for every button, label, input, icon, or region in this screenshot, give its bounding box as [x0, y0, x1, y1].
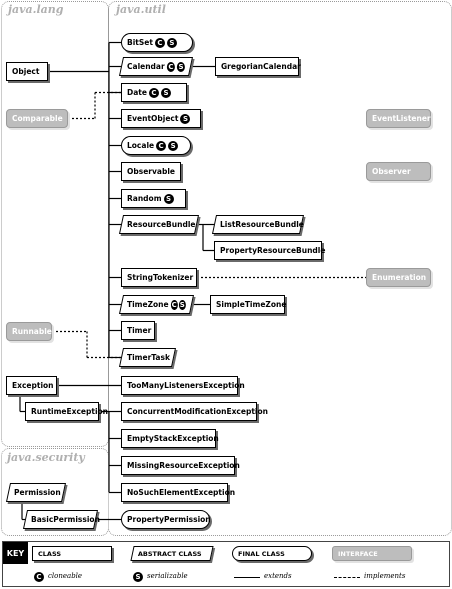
class-exception[interactable]: Exception [6, 376, 57, 395]
key-class: CLASS [32, 546, 112, 561]
class-missingresourceexception[interactable]: MissingResourceException [121, 456, 240, 475]
interface-observer[interactable]: Observer [366, 162, 431, 181]
class-simpletimezone[interactable]: SimpleTimeZone [210, 295, 286, 314]
serializable-badge: S [180, 113, 191, 124]
key-extends-label: extends [264, 572, 292, 580]
serializable-badge: S [176, 61, 185, 72]
cloneable-badge: C [156, 140, 167, 151]
serializable-badge: S [166, 37, 177, 48]
class-observable[interactable]: Observable [121, 162, 181, 181]
serializable-badge: S [163, 193, 174, 204]
interface-eventlistener[interactable]: EventListener [366, 109, 431, 128]
cloneable-icon: C [34, 572, 44, 582]
class-resourcebundle[interactable]: ResourceBundle [118, 215, 200, 234]
interface-enumeration[interactable]: Enumeration [366, 268, 431, 287]
class-timertask[interactable]: TimerTask [118, 348, 177, 367]
implements-line-sample [334, 577, 360, 578]
package-title-java-security: java.security [7, 451, 85, 464]
key-final-class: FINAL CLASS [232, 546, 312, 561]
class-object[interactable]: Object [6, 62, 48, 81]
cloneable-badge: C [166, 61, 175, 72]
cloneable-badge: C [170, 299, 178, 310]
class-listresourcebundle[interactable]: ListResourceBundle [211, 215, 305, 234]
cloneable-badge: C [154, 37, 165, 48]
key-abstract-class: ABSTRACT CLASS [130, 546, 214, 561]
key-implements-label: implements [364, 572, 406, 580]
serializable-badge: S [160, 87, 171, 98]
cloneable-badge: C [148, 87, 159, 98]
class-nosuchelementexception[interactable]: NoSuchElementException [121, 483, 235, 502]
key-cloneable-label: cloneable [48, 572, 83, 580]
class-toomanylistenersexception[interactable]: TooManyListenersException [121, 376, 245, 395]
class-emptystackexception[interactable]: EmptyStackException [121, 429, 219, 448]
class-gregoriancalendar[interactable]: GregorianCalendar [215, 57, 301, 76]
class-timer[interactable]: Timer [121, 321, 155, 340]
package-title-java-lang: java.lang [8, 3, 64, 16]
class-stringtokenizer[interactable]: StringTokenizer [121, 268, 197, 287]
serializable-badge: S [168, 140, 179, 151]
class-concurrentmodificationexception[interactable]: ConcurrentModificationException [121, 402, 268, 421]
class-permission[interactable]: Permission [5, 483, 67, 502]
serializable-badge: S [179, 299, 186, 310]
class-runtimeexception[interactable]: RuntimeException [25, 402, 108, 421]
serializable-icon: S [133, 572, 143, 582]
legend-key: KEY CLASS ABSTRACT CLASS FINAL CLASS INT… [2, 541, 450, 587]
class-propertyresourcebundle[interactable]: PropertyResourceBundle [214, 241, 325, 260]
key-serializable-label: serializable [147, 572, 188, 580]
class-basicpermission[interactable]: BasicPermission [22, 510, 100, 529]
package-title-java-util: java.util [116, 3, 166, 16]
class-propertypermission[interactable]: PropertyPermission [121, 510, 211, 529]
interface-comparable[interactable]: Comparable [6, 109, 68, 128]
key-title: KEY [3, 542, 28, 564]
interface-runnable[interactable]: Runnable [6, 322, 52, 341]
extends-line-sample [234, 577, 260, 578]
key-interface: INTERFACE [332, 546, 412, 561]
